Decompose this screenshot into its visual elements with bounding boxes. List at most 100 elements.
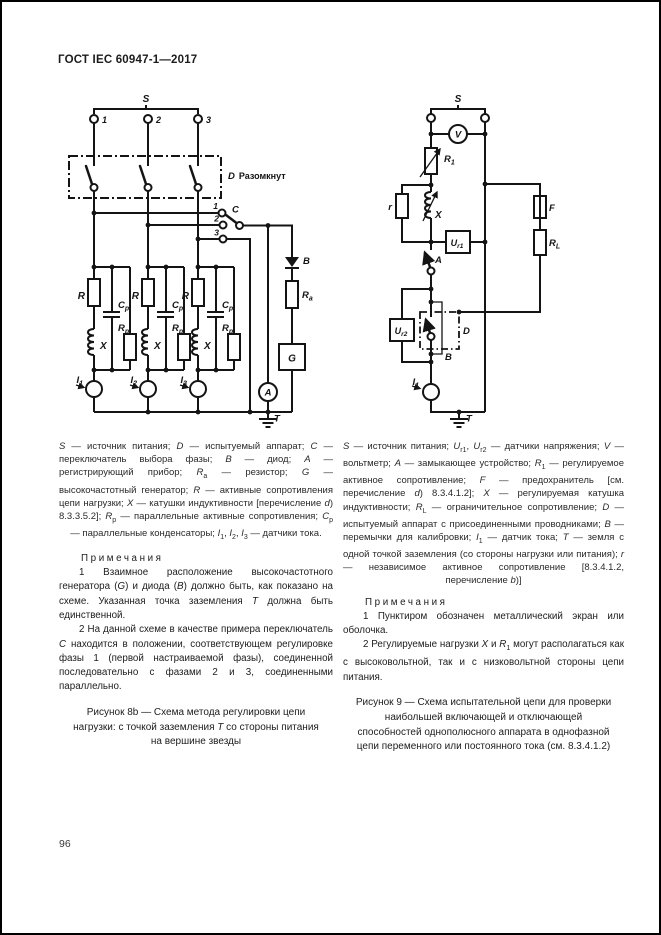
- load-branch-2: R X Cp Rp I2: [129, 264, 191, 412]
- label-R: R: [182, 291, 190, 302]
- resistor-R: [87, 278, 101, 307]
- switch-blade-icon: [138, 164, 148, 186]
- terminal-icon: [143, 114, 153, 124]
- wiring: [93, 123, 293, 419]
- capacitor-Cp-icon: [103, 311, 120, 318]
- adjust-arrow-icon: [419, 147, 441, 178]
- switch-blade-icon: [84, 164, 94, 186]
- phase-selector: 1 2 3 C: [213, 201, 244, 244]
- inductor-X-icon: [191, 328, 199, 356]
- figure-9-legend: S — источник питания; Ur1, Ur2 — датчики…: [343, 441, 625, 587]
- current-sensor-I1: [422, 383, 440, 401]
- label-R1: R1: [444, 154, 455, 167]
- label-Ur2: Ur2: [395, 326, 408, 338]
- resistor-Ra: [285, 280, 299, 309]
- voltmeter: V: [448, 124, 468, 144]
- left-column: S — источник питания; D — испытуемый апп…: [59, 440, 333, 750]
- terminal-icon: [480, 113, 490, 123]
- arrow-icon: [411, 383, 422, 391]
- label-V: V: [455, 130, 462, 141]
- voltage-sensor-Ur2: Ur2: [389, 318, 415, 342]
- switch-blade-icon: [188, 164, 198, 186]
- diode-icon: [285, 257, 299, 267]
- calibration-jumper-icon: [431, 301, 443, 355]
- resistor-RL: [533, 229, 547, 256]
- selector-contact-2: [218, 220, 228, 230]
- label-C: C: [232, 205, 239, 216]
- label-Rp: Rp: [172, 323, 184, 336]
- switch-blade-icon: [422, 317, 436, 335]
- label-S: S: [455, 94, 462, 105]
- terminal-icon: [426, 113, 436, 123]
- load-branch-3: R X Cp Rp I3: [179, 264, 241, 412]
- capacitor-Cp-icon: [157, 311, 174, 318]
- adjustable-inductor-X: X: [422, 190, 443, 222]
- supply-source: S: [426, 94, 490, 123]
- right-column: S — источник питания; Ur1, Ur2 — датчики…: [343, 440, 624, 755]
- ground-icon: [450, 418, 468, 428]
- label-I3: I3: [180, 375, 187, 388]
- fuse-icon: [533, 195, 547, 219]
- figure-8b-notes-title: Примечания: [81, 553, 164, 565]
- screen-outline: [419, 311, 460, 350]
- label-sel-3: 3: [214, 228, 219, 238]
- page-number: 96: [59, 838, 71, 850]
- figure-8b-note-1: 1 Взаимное расположение высокочастотного…: [59, 567, 333, 621]
- label-Rp: Rp: [222, 323, 234, 336]
- selector-contact-1: [217, 208, 227, 218]
- arrow-icon: [129, 382, 140, 390]
- label-phase-1: 1: [102, 115, 107, 125]
- inductor-X-icon: [87, 328, 95, 356]
- ground-icon: [259, 418, 277, 428]
- label-I2: I2: [130, 375, 137, 388]
- label-A: A: [434, 255, 442, 266]
- fuse-branch: F RL: [533, 195, 560, 256]
- label-sel-2: 2: [213, 214, 219, 224]
- label-I1: I1: [412, 377, 419, 390]
- resistor-Rp: [123, 333, 137, 361]
- independent-resistor-r: r: [388, 193, 409, 219]
- ammeter: [258, 382, 278, 402]
- wiring: [401, 105, 541, 419]
- label-X: X: [99, 341, 108, 352]
- supply-source: S 1 2 3: [89, 94, 211, 125]
- measuring-chain: B Ra G A T: [258, 256, 313, 428]
- page-header: ГОСТ IEC 60947-1—2017: [58, 54, 198, 66]
- label-F: F: [549, 203, 555, 214]
- figure-8b-note-2: 2 На данной схеме в качестве примера пер…: [59, 624, 333, 693]
- junction-dots: [91, 210, 271, 415]
- figure-9-note-1: 1 Пунктиром обозначен металлический экра…: [343, 610, 624, 636]
- switch-blade-icon: [422, 250, 436, 269]
- label-I1: I1: [76, 375, 83, 388]
- label-Rp: Rp: [118, 323, 130, 336]
- current-sensor-ground: I1 T: [411, 377, 473, 428]
- arrow-icon: [75, 382, 86, 390]
- figure-8b-legend: S — источник питания; D — испытуемый апп…: [59, 441, 334, 541]
- resistor-Rp: [177, 333, 191, 361]
- current-sensor-I3: [189, 380, 207, 398]
- figure-9-note-2: 2 Регулируемые нагрузки X и R1 могут рас…: [343, 639, 624, 683]
- label-Cp: Cp: [118, 300, 130, 313]
- hf-generator: [278, 343, 306, 371]
- label-R: R: [132, 291, 140, 302]
- selector-contact-3: [218, 234, 228, 244]
- label-phase-2: 2: [155, 115, 161, 125]
- label-G: G: [288, 354, 296, 365]
- label-T: T: [274, 414, 281, 425]
- label-B: B: [303, 256, 310, 267]
- label-T: T: [466, 414, 473, 425]
- device-under-test: D B: [419, 311, 470, 363]
- load-branch-1: R X Cp Rp I1: [75, 264, 137, 412]
- selector-pivot: [235, 221, 244, 230]
- label-X: X: [153, 341, 162, 352]
- resistor-R: [191, 278, 205, 307]
- resistor-R: [141, 278, 155, 307]
- label-r: r: [388, 202, 393, 213]
- figure-8b-caption: Рисунок 8b — Схема метода регулировки це…: [73, 706, 319, 748]
- inductor-X-icon: [141, 328, 149, 356]
- adjustable-resistor-R1: R1: [419, 147, 455, 178]
- current-sensor-I2: [139, 380, 157, 398]
- voltage-sensor-Ur1: Ur1: [445, 230, 471, 254]
